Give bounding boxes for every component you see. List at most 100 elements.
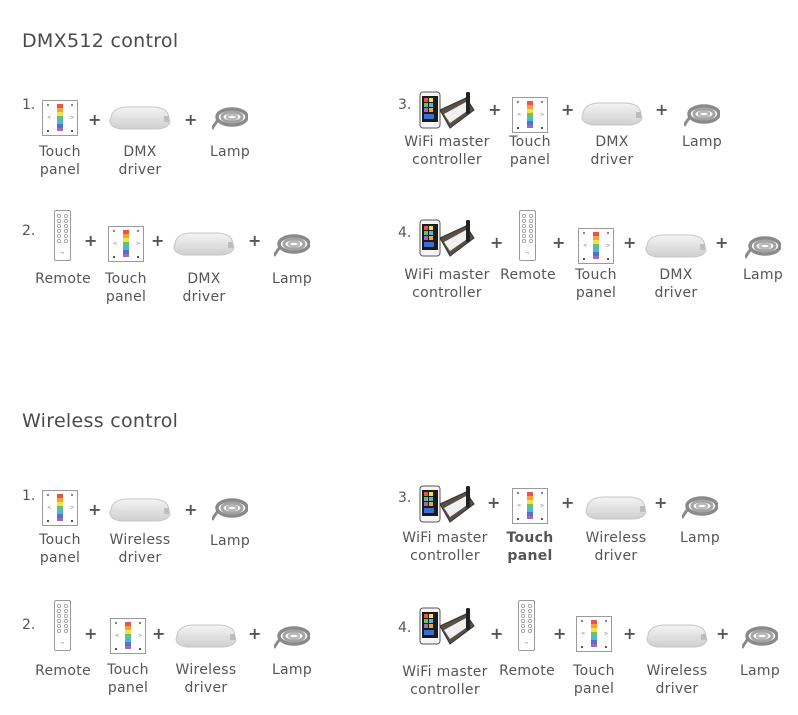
lamp-icon [682,496,718,519]
lamp-icon [274,626,310,649]
item-label: Lamp [739,663,781,679]
svg-text:¬: ¬ [525,251,529,257]
driver-icon [109,106,171,130]
remote-icon: ¬ [519,210,536,261]
svg-text:>: > [604,631,608,637]
config-number: 3. [398,490,412,506]
touch-panel-icon: < > [110,618,146,654]
remote-icon: ¬ [54,210,71,261]
item-label: Remote [499,663,555,679]
plus-sign: + [248,624,262,643]
item-label: DMX driver [118,144,162,178]
item-label: Remote [500,267,556,283]
driver-icon [173,232,235,256]
plus-sign: + [654,493,668,512]
config-number: 1. [22,488,36,504]
plus-sign: + [715,233,729,252]
svg-text:<: < [113,241,117,247]
plus-sign: + [553,624,567,643]
lamp-icon [274,234,310,257]
lamp-icon [212,107,248,130]
plus-sign: + [88,110,102,129]
touch-panel-icon: < > [108,226,144,262]
svg-text:>: > [540,112,544,118]
touch-panel-icon: < > [576,616,612,652]
svg-text:¬: ¬ [60,251,64,257]
svg-text:<: < [581,631,585,637]
driver-icon [109,498,171,522]
config-number: 1. [22,97,36,113]
svg-text:>: > [70,115,74,121]
driver-icon [646,624,708,648]
touch-panel-icon: < > [512,488,548,524]
plus-sign: + [184,500,198,519]
item-label: Touch panel [105,271,147,305]
touch-panel-icon: < > [512,97,548,133]
item-label: WiFi master controller [404,267,490,301]
wifi-controller-icon [419,91,475,129]
plus-sign: + [655,100,669,119]
item-label: Wireless driver [109,532,171,566]
plus-sign: + [623,624,637,643]
item-label: Touch panel [573,663,615,697]
config-number: 2. [22,617,36,633]
item-label: Lamp [742,267,784,283]
svg-text:<: < [47,115,51,121]
wifi-controller-icon [419,607,475,645]
driver-icon [175,624,237,648]
lamp-icon [212,498,248,521]
plus-sign: + [248,231,262,250]
item-label: Remote [35,271,91,287]
plus-sign: + [152,624,166,643]
svg-text:<: < [47,505,51,511]
driver-icon [581,102,643,126]
plus-sign: + [151,231,165,250]
plus-sign: + [184,110,198,129]
svg-text:>: > [606,243,610,249]
item-label: Touch panel [575,267,617,301]
config-number: 2. [22,223,36,239]
config-number: 3. [398,97,412,113]
item-label: Touch panel [107,662,149,696]
lamp-icon [684,104,720,127]
plus-sign: + [88,500,102,519]
item-label: Lamp [679,530,721,546]
svg-text:>: > [138,633,142,639]
item-label: Touch panel [39,532,81,566]
item-label: Wireless driver [646,663,708,697]
wifi-controller-icon [419,219,475,257]
remote-icon: ¬ [518,600,535,651]
touch-panel-icon: < > [578,228,614,264]
plus-sign: + [490,624,504,643]
lamp-icon [742,626,778,649]
item-label: Lamp [209,533,251,549]
config-number: 4. [398,225,412,241]
svg-text:¬: ¬ [524,641,528,647]
item-label: Lamp [271,662,313,678]
lamp-icon [745,236,781,259]
svg-text:>: > [540,503,544,509]
plus-sign: + [552,233,566,252]
item-label: WiFi master controller [402,530,488,564]
svg-text:<: < [583,243,587,249]
plus-sign: + [561,493,575,512]
driver-icon [645,234,707,258]
plus-sign: + [623,233,637,252]
item-label: Lamp [209,144,251,160]
dmx512-section-title: DMX512 control [22,30,179,52]
svg-text:<: < [115,633,119,639]
plus-sign: + [490,233,504,252]
item-label: Lamp [681,134,723,150]
config-number: 4. [398,620,412,636]
svg-text:<: < [517,503,521,509]
item-label: Wireless driver [585,530,647,564]
item-label: WiFi master controller [402,664,488,698]
svg-text:>: > [136,241,140,247]
plus-sign: + [716,624,730,643]
plus-sign: + [487,493,501,512]
item-label: Wireless driver [175,662,237,696]
item-label: Touch panel [506,530,554,564]
wireless-section-title: Wireless control [22,410,179,432]
item-label: DMX driver [590,134,634,168]
plus-sign: + [84,624,98,643]
